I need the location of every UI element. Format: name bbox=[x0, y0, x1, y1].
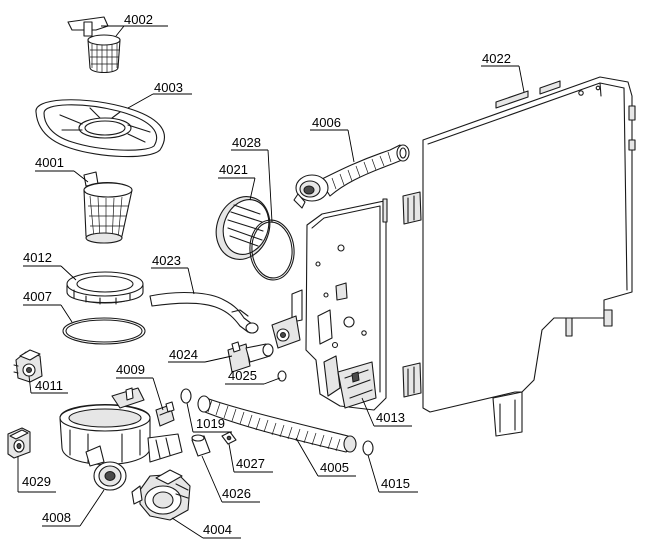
label-4004: 4004 bbox=[203, 522, 232, 537]
label-4025: 4025 bbox=[228, 368, 257, 383]
part-4007-gasket-ring[interactable] bbox=[62, 317, 146, 345]
label-4007: 4007 bbox=[23, 289, 52, 304]
label-4015: 4015 bbox=[381, 476, 410, 491]
label-4029: 4029 bbox=[22, 474, 51, 489]
part-4026-sleeve[interactable] bbox=[191, 434, 211, 457]
label-4022: 4022 bbox=[482, 51, 511, 66]
label-4026: 4026 bbox=[222, 486, 251, 501]
part-1019-small-o-ring[interactable] bbox=[180, 388, 192, 404]
part-4004-drain-pump[interactable] bbox=[131, 469, 191, 521]
label-4012: 4012 bbox=[23, 250, 52, 265]
label-4024: 4024 bbox=[169, 347, 198, 362]
part-4008-sump-housing[interactable] bbox=[59, 387, 183, 491]
label-4002: 4002 bbox=[124, 12, 153, 27]
part-4001-coarse-filter[interactable] bbox=[83, 171, 133, 244]
label-4023: 4023 bbox=[152, 253, 181, 268]
part-4025-small-ring[interactable] bbox=[277, 370, 287, 382]
part-4013-support-frame[interactable] bbox=[271, 198, 388, 411]
part-4015-o-ring[interactable] bbox=[362, 440, 374, 456]
label-4003: 4003 bbox=[154, 80, 183, 95]
label-4001: 4001 bbox=[35, 155, 64, 170]
part-4027-nut[interactable] bbox=[221, 431, 237, 445]
label-4005: 4005 bbox=[320, 460, 349, 475]
part-number-labels: 4002 4003 4001 4012 4007 4011 4029 4008 … bbox=[22, 12, 511, 537]
part-4012-sump-ring[interactable] bbox=[66, 271, 144, 305]
part-4002-fine-filter[interactable] bbox=[67, 16, 121, 74]
leader-lines bbox=[17, 25, 525, 539]
part-4006-inlet-hose[interactable] bbox=[293, 144, 410, 209]
part-4005-drain-hose[interactable] bbox=[197, 395, 357, 453]
part-4022-side-panel[interactable] bbox=[402, 76, 636, 437]
part-4003-flat-filter[interactable] bbox=[35, 99, 165, 158]
label-4027: 4027 bbox=[236, 456, 265, 471]
label-1019: 1019 bbox=[196, 416, 225, 431]
label-4013: 4013 bbox=[376, 410, 405, 425]
label-4011: 4011 bbox=[35, 378, 63, 393]
label-4008: 4008 bbox=[42, 510, 71, 525]
part-4028-o-ring[interactable] bbox=[247, 218, 296, 282]
part-4011-sensor[interactable] bbox=[13, 349, 43, 383]
label-4028: 4028 bbox=[232, 135, 261, 150]
label-4021: 4021 bbox=[219, 162, 248, 177]
label-4009: 4009 bbox=[116, 362, 145, 377]
part-4023-hose[interactable] bbox=[149, 292, 259, 334]
part-4009-bracket[interactable] bbox=[155, 401, 175, 427]
label-4006: 4006 bbox=[312, 115, 341, 130]
part-4029-connector[interactable] bbox=[7, 427, 31, 459]
part-4021-round-cover[interactable] bbox=[208, 189, 279, 267]
part-4024-valve[interactable] bbox=[227, 341, 274, 373]
